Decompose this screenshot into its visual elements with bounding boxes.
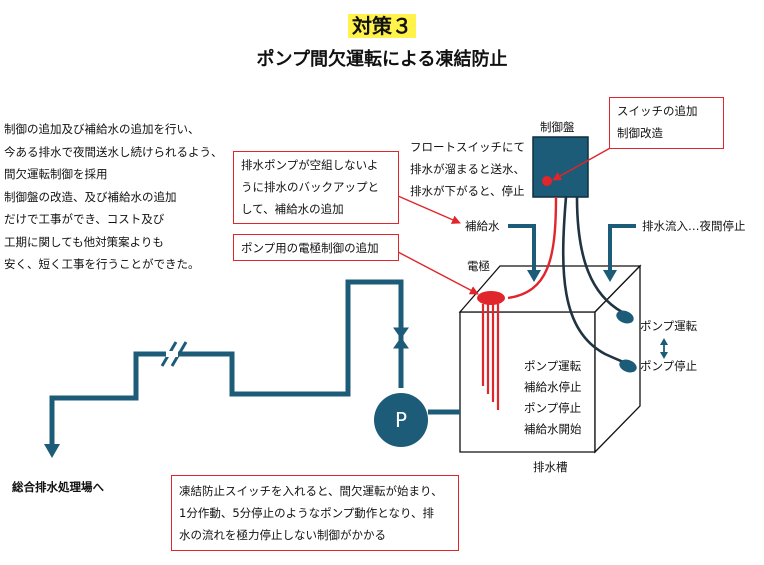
destination-label: 総合排水処理場へ xyxy=(12,480,104,494)
pipe-break-gap xyxy=(166,351,178,357)
outlet-arrow xyxy=(44,444,60,458)
pump xyxy=(374,393,428,447)
callout-bottom-line: 凍結防止スイッチを入れると、間欠運転が始まり、 xyxy=(179,484,443,498)
discharge-pipe xyxy=(49,279,460,444)
pump-run-label: ポンプ運転 xyxy=(640,319,698,333)
page-subtitle: ポンプ間欠運転による凍結防止 xyxy=(256,49,508,70)
electrode-cable xyxy=(507,196,558,300)
added-switch xyxy=(542,176,552,186)
description-line: だけで工事ができ、コスト及び xyxy=(4,212,165,226)
float-switch-run xyxy=(616,310,634,324)
check-valve xyxy=(393,327,409,349)
page-title: 対策３ xyxy=(0,14,764,38)
callout-switch: スイッチの追加 制御改造 xyxy=(609,97,724,149)
callout-backup-line: うに排水のバックアップと xyxy=(241,180,379,194)
tank-label: 排水槽 xyxy=(533,460,568,474)
callout-electrode: ポンプ用の電極制御の追加 xyxy=(233,234,399,261)
description-line: 制御の追加及び補給水の追加を行い、 xyxy=(4,122,200,136)
float-range-arrow xyxy=(660,338,668,359)
tank-note-line: 補給水停止 xyxy=(524,380,582,394)
electrode-label: 電極 xyxy=(467,259,490,273)
float-note-line: 排水が溜まると送水、 xyxy=(410,162,525,176)
makeup-water-arrow xyxy=(527,270,541,282)
description-line: 今ある排水で夜間送水し続けられるよう、 xyxy=(4,144,223,159)
callout-bottom-line: 1分作動、5分停止のようなポンプ動作となり、排 xyxy=(179,506,434,520)
float-note-line: フロートスイッチにて xyxy=(410,140,525,154)
makeup-water-pipe xyxy=(508,224,536,272)
callout-backup: 排水ポンプが空組しないよ うに排水のバックアップと して、補給水の追加 xyxy=(233,151,399,224)
callout-bottom-line: 水の流れを極力停止しない制御がかかる xyxy=(179,528,386,542)
callout-backup-line: して、補給水の追加 xyxy=(241,202,344,216)
makeup-water-label: 補給水 xyxy=(465,219,500,233)
control-panel-label: 制御盤 xyxy=(540,120,575,134)
tank-note-line: ポンプ停止 xyxy=(524,401,582,415)
description-line: 工期に関しても他対策案よりも xyxy=(4,234,164,249)
description-line: 制御盤の改造、及び補給水の追加 xyxy=(4,189,177,204)
description-line: 間欠運転制御を採用 xyxy=(4,167,108,181)
tank-notes: ポンプ運転 補給水停止 ポンプ停止 補給水開始 xyxy=(524,356,582,440)
tank-note-line: 補給水開始 xyxy=(524,422,582,436)
callout-leaders xyxy=(397,146,613,295)
float-note: フロートスイッチにて 排水が溜まると送水、 排水が下がると、停止 xyxy=(410,136,525,202)
callout-bottom: 凍結防止スイッチを入れると、間欠運転が始まり、 1分作動、5分停止のようなポンプ… xyxy=(171,475,459,551)
page-title-text: 対策３ xyxy=(348,14,416,38)
callout-switch-line: スイッチの追加 xyxy=(617,104,698,118)
drain-inflow-pipe xyxy=(608,224,636,272)
float-switch-stop xyxy=(619,359,637,373)
drain-inflow-arrow xyxy=(603,270,617,282)
description-line: 安く、短く工事を行うことができた。 xyxy=(4,257,200,271)
control-panel xyxy=(532,136,589,198)
pump-symbol-label: P xyxy=(394,408,408,432)
callout-switch-line: 制御改造 xyxy=(617,126,663,140)
float-note-line: 排水が下がると、停止 xyxy=(410,184,525,198)
electrode-head xyxy=(477,291,505,305)
drain-inflow-label: 排水流入…夜間停止 xyxy=(642,219,746,233)
callout-backup-line: 排水ポンプが空組しないよ xyxy=(241,158,379,172)
pump-stop-label: ポンプ停止 xyxy=(640,359,698,373)
electrode-rods xyxy=(481,304,500,410)
tank-note-line: ポンプ運転 xyxy=(524,359,582,373)
description-block: 制御の追加及び補給水の追加を行い、 今ある排水で夜間送水し続けられるよう、 間欠… xyxy=(4,118,223,276)
